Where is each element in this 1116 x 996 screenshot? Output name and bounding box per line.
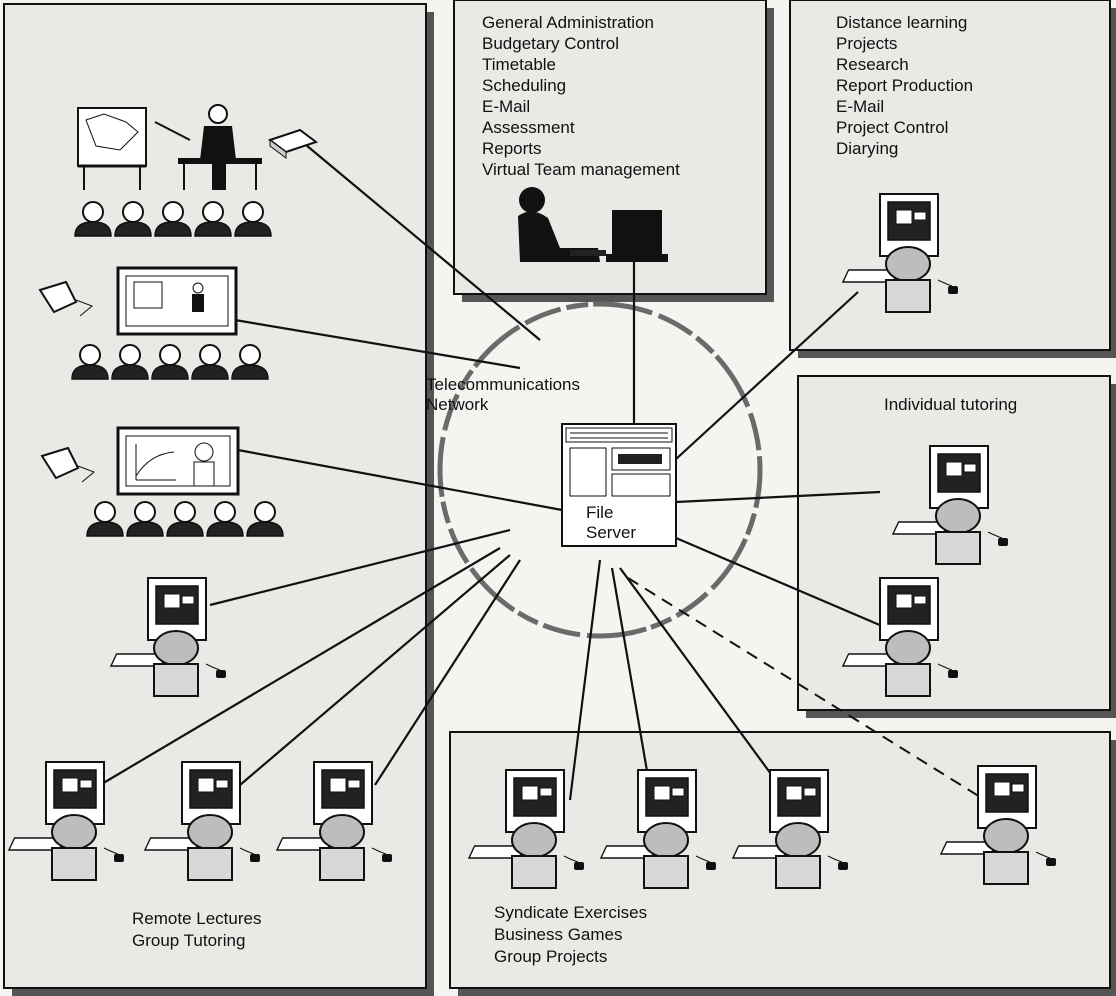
server-label: File Server (586, 503, 636, 542)
tutoring-title: Individual tutoring (884, 395, 1017, 414)
camera-icon-2 (40, 446, 95, 483)
link-syndicate-2 (610, 567, 654, 801)
lecture-whiteboard-icon (77, 107, 147, 190)
lecturer-icon (154, 104, 262, 190)
syndicate-caption: Syndicate Exercises Business Games Group… (494, 903, 652, 966)
video-lecture-screen (116, 266, 238, 336)
admin-workstation-icon (518, 187, 668, 262)
projector-icon (267, 128, 319, 159)
link-projector (299, 139, 541, 341)
link-tutor-2 (675, 536, 883, 628)
link-syndicate-1 (568, 559, 602, 801)
network-label: Telecommunications Network (426, 375, 585, 414)
link-remote-pc-2 (239, 554, 511, 786)
file-server-icon (561, 423, 677, 547)
admin-functions-list: General Administration Budgetary Control… (482, 13, 680, 179)
distance-functions-list: Distance learning Projects Research Repo… (836, 13, 978, 158)
remote-caption: Remote Lectures Group Tutoring (132, 909, 266, 950)
camera-icon-1 (38, 280, 93, 317)
link-video-lecture (234, 318, 521, 370)
link-distance (674, 291, 859, 461)
link-tutor-1 (675, 490, 881, 504)
telecommunications-ring (437, 301, 763, 639)
link-left-pc (209, 528, 511, 607)
link-remote-pc-1 (99, 547, 501, 786)
link-syndicate-3 (619, 567, 791, 801)
link-chart-lecture (237, 448, 563, 512)
administration-panel (453, 0, 767, 295)
chart-lecture-screen (116, 426, 240, 496)
link-remote-pc-3 (374, 559, 521, 786)
link-syndicate-dashed (627, 577, 986, 801)
